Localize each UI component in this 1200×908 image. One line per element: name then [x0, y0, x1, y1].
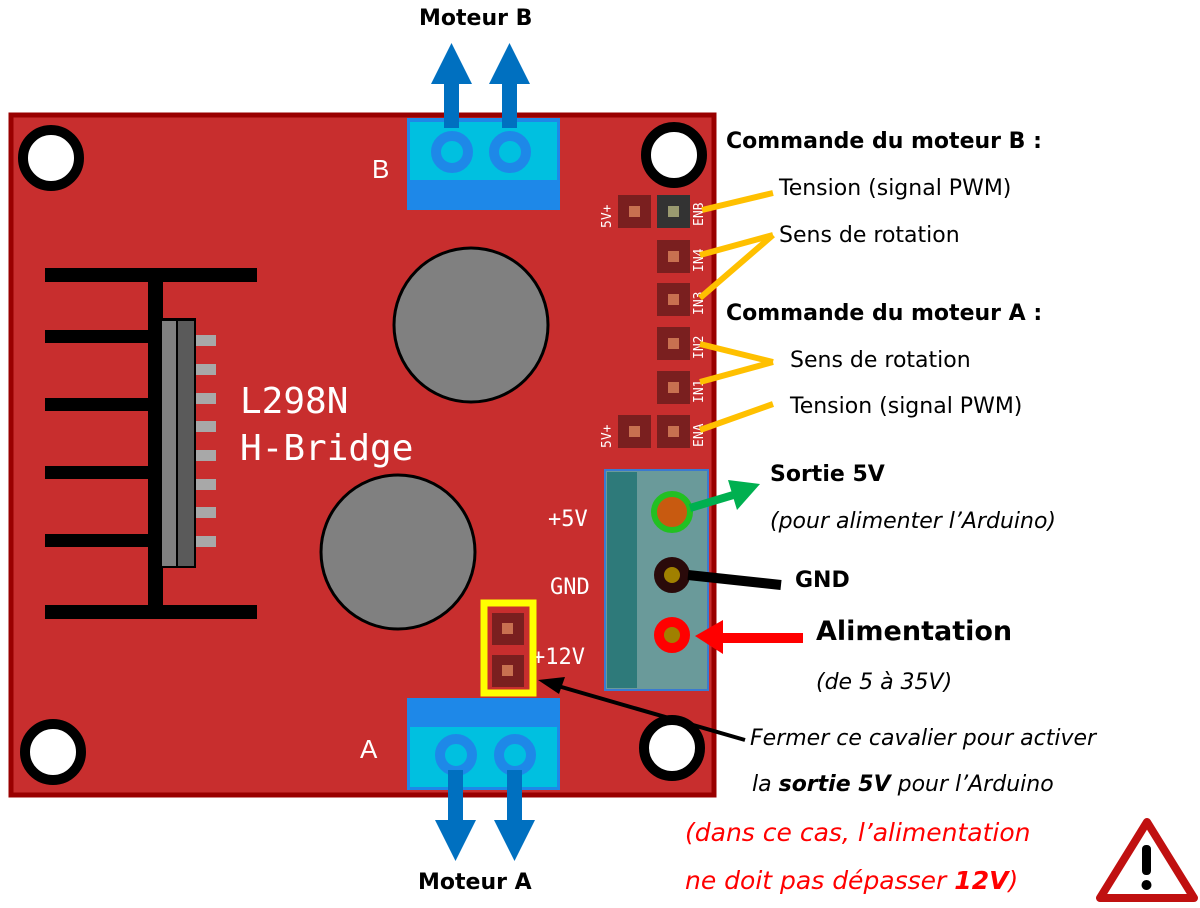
warning-line2: ne doit pas dépasser 12V)	[685, 866, 1018, 895]
cmd-b-dir-label: Sens de rotation	[779, 223, 960, 248]
power-arrow-icon	[695, 620, 803, 654]
cmd-a-pwm-label: Tension (signal PWM)	[790, 394, 1023, 419]
pin-label-enb: ENB	[692, 202, 707, 226]
pin-label-12v: +12V	[532, 645, 585, 670]
5v-jumper	[480, 599, 537, 697]
warning-pre: ne doit pas dépasser	[685, 866, 955, 895]
power-title: Alimentation	[816, 616, 1013, 647]
control-header	[618, 195, 690, 448]
jumper-note-bold: sortie 5V	[778, 772, 891, 797]
pcb-board	[8, 112, 717, 798]
output-5v-subtitle: (pour alimenter l’Arduino)	[770, 509, 1057, 534]
motor-b-terminal	[407, 118, 560, 210]
jumper-note-line2: la sortie 5V pour l’Arduino	[752, 772, 1054, 797]
cmd-b-title: Commande du moteur B :	[726, 129, 1042, 154]
warning-bold: 12V	[954, 866, 1009, 895]
cmd-a-title: Commande du moteur A :	[726, 301, 1043, 326]
capacitor-icon	[392, 246, 550, 404]
jumper-arrow-icon	[538, 677, 746, 742]
power-subtitle: (de 5 à 35V)	[816, 670, 953, 695]
heatsink-icon	[45, 268, 257, 619]
chip-subtitle-label: H-Bridge	[240, 428, 413, 469]
pin-label-5v: +5V	[548, 507, 588, 532]
l298n-chip-icon	[160, 318, 216, 568]
cmd-a-dir-label: Sens de rotation	[790, 348, 971, 373]
mounting-hole-icon	[20, 719, 86, 785]
pin-label-in1: IN1	[692, 380, 707, 403]
motor-b-arrows-icon	[431, 43, 530, 128]
output-5v-title: Sortie 5V	[770, 462, 885, 487]
output-5v-arrow-icon	[688, 480, 760, 512]
jumper-note-pre: la	[752, 772, 779, 797]
mounting-hole-icon	[18, 125, 84, 191]
pin-label-5v-top: 5V+	[600, 204, 615, 228]
warning-line1: (dans ce cas, l’alimentation	[685, 818, 1031, 847]
warning-post: )	[1008, 866, 1019, 895]
warning-triangle-icon	[1096, 818, 1198, 902]
pin-label-in2: IN2	[692, 336, 707, 359]
control-arrows-icon	[698, 190, 775, 433]
cmd-b-pwm-label: Tension (signal PWM)	[779, 176, 1012, 201]
motor-a-label: Moteur A	[418, 870, 532, 895]
gnd-line-icon	[687, 570, 782, 590]
jumper-note-line1: Fermer ce cavalier pour activer	[750, 726, 1097, 751]
capacitor-icon	[319, 473, 477, 631]
connector-a-label: A	[360, 734, 378, 764]
gnd-label: GND	[795, 568, 850, 593]
motor-a-terminal	[407, 698, 560, 790]
motor-b-label: Moteur B	[419, 6, 533, 31]
motor-a-arrows-icon	[435, 770, 535, 861]
chip-name-label: L298N	[240, 381, 348, 422]
mounting-hole-icon	[641, 122, 707, 188]
pin-label-gnd: GND	[550, 575, 590, 600]
pin-label-5v-bottom: 5V+	[600, 424, 615, 448]
connector-b-label: B	[372, 154, 389, 184]
jumper-note-post: pour l’Arduino	[890, 772, 1054, 797]
mounting-hole-icon	[639, 715, 705, 781]
